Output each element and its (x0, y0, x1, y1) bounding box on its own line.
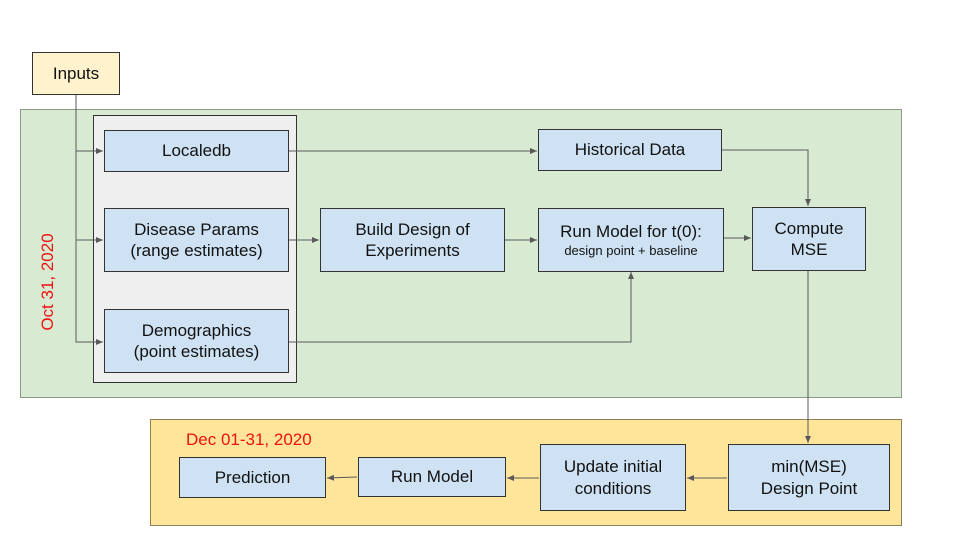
connector-demographics-runmodel (289, 272, 634, 343)
prediction-node: Prediction (179, 457, 326, 498)
build-design-line-1: Build Design of (355, 219, 470, 239)
compute-mse-node: Compute MSE (752, 207, 866, 271)
oct-date-label: Oct 31, 2020 (38, 233, 57, 331)
demographics-line-1: Demographics (141, 320, 252, 340)
min-mse-line-1: min(MSE) (771, 457, 847, 477)
prediction-label: Prediction (214, 467, 291, 487)
update-initial-node: Update initial conditions (540, 444, 686, 511)
dec-date-label: Dec 01-31, 2020 (186, 430, 312, 449)
disease-params-line-2: (range estimates) (130, 241, 263, 260)
min-mse-line-2: Design Point (760, 478, 858, 498)
connector-inputs-localedb (75, 95, 103, 154)
update-initial-line-1: Update initial (563, 457, 663, 477)
build-design-node: Build Design of Experiments (320, 208, 505, 272)
historical-data-label: Historical Data (574, 140, 686, 160)
connector-inputs-disease (75, 151, 103, 243)
localedb-label: Localedb (161, 141, 231, 161)
localedb-node: Localedb (104, 130, 289, 172)
inputs-node: Inputs (32, 52, 120, 95)
connector-inputs-demographics (75, 240, 103, 345)
demographics-node: Demographics (point estimates) (104, 309, 289, 373)
run-model-t0-line-2: design point + baseline (564, 242, 698, 258)
connector-historical-compute (722, 149, 811, 206)
historical-data-node: Historical Data (538, 129, 722, 171)
connector-runmodel-prediction (326, 474, 358, 481)
disease-params-line-1: Disease Params (134, 219, 259, 239)
disease-params-node: Disease Params (range estimates) (104, 208, 289, 272)
run-model-t0-node: Run Model for t(0): design point + basel… (538, 208, 724, 272)
run-model-t0-line-1: Run Model for t(0): (560, 222, 702, 242)
update-initial-line-2: conditions (574, 478, 652, 498)
demographics-line-2: (point estimates) (133, 342, 260, 361)
compute-mse-line-2: MSE (790, 240, 828, 259)
run-model-node: Run Model (358, 457, 506, 497)
min-mse-node: min(MSE) Design Point (728, 444, 890, 511)
run-model-label: Run Model (390, 467, 474, 487)
compute-mse-line-1: Compute (774, 218, 844, 238)
build-design-line-2: Experiments (365, 241, 460, 260)
